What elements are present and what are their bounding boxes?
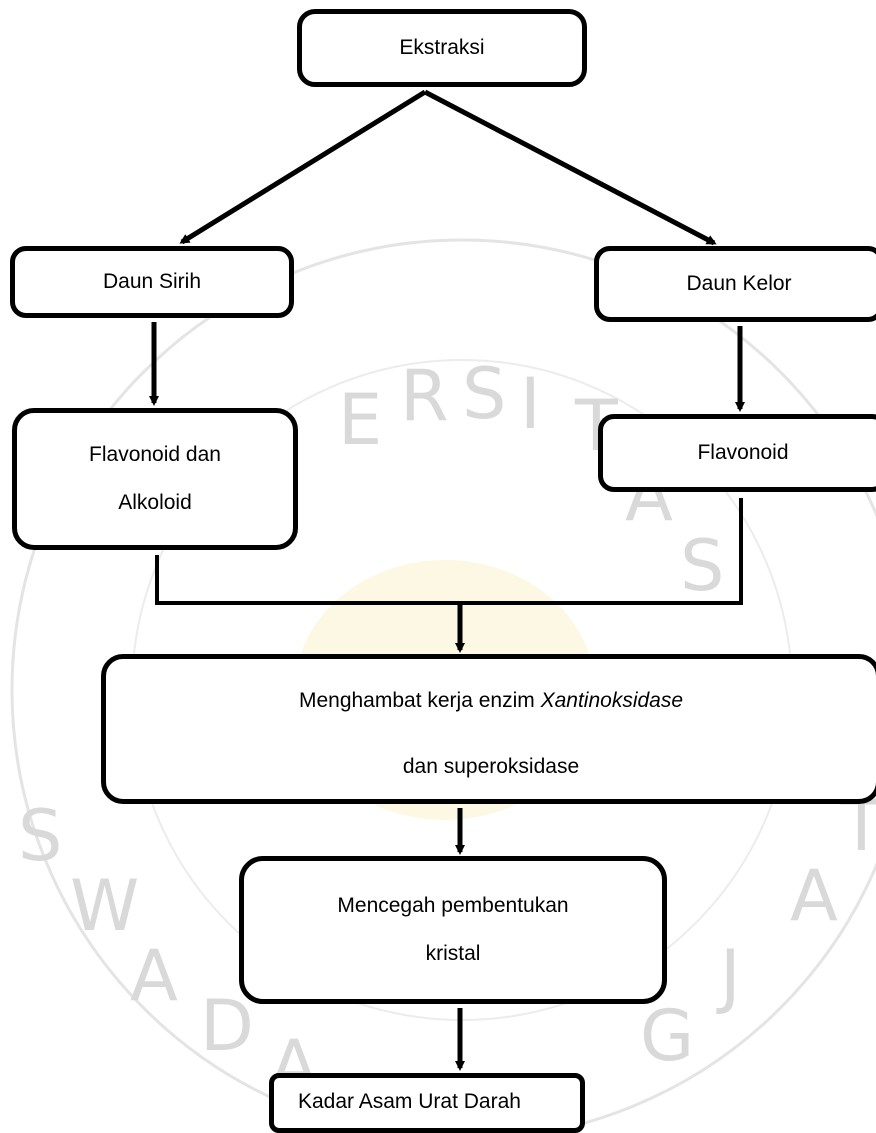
node-kadar: Kadar Asam Urat Darah	[269, 1073, 585, 1133]
node-mencegah-line1: Mencegah pembentukan	[337, 894, 569, 917]
node-menghambat-enzyme: Xantinoksidase	[540, 689, 684, 712]
node-flavonoid-label: Flavonoid	[697, 441, 789, 464]
node-flavonoid-alkoloid: Flavonoid dan Alkoloid	[12, 408, 298, 550]
node-mencegah-line2: kristal	[425, 942, 481, 965]
node-flavonoid: Flavonoid	[598, 414, 876, 492]
node-ekstraksi: Ekstraksi	[297, 9, 587, 87]
node-ekstraksi-label: Ekstraksi	[399, 36, 485, 59]
node-daun-kelor: Daun Kelor	[594, 246, 876, 322]
arrow-ekstraksi-to-sirih	[179, 89, 427, 245]
node-menghambat-line1-text: Menghambat kerja enzim	[298, 689, 541, 712]
node-menghambat: Menghambat kerja enzim Xantinoksidase da…	[101, 654, 876, 804]
node-daun-sirih-label: Daun Sirih	[102, 270, 202, 293]
node-daun-sirih: Daun Sirih	[10, 246, 294, 318]
node-mencegah: Mencegah pembentukan kristal	[239, 856, 667, 1004]
arrow-ekstraksi-to-kelor	[423, 89, 717, 246]
node-kadar-label: Kadar Asam Urat Darah	[298, 1090, 521, 1113]
node-flavonoid-alkoloid-line1: Flavonoid dan	[89, 443, 221, 466]
merge-line	[155, 498, 743, 605]
node-daun-kelor-label: Daun Kelor	[686, 272, 792, 295]
node-menghambat-line1: Menghambat kerja enzim Xantinoksidase	[299, 689, 683, 713]
node-flavonoid-alkoloid-line2: Alkoloid	[118, 491, 192, 514]
node-menghambat-line2: dan superoksidase	[402, 755, 580, 778]
